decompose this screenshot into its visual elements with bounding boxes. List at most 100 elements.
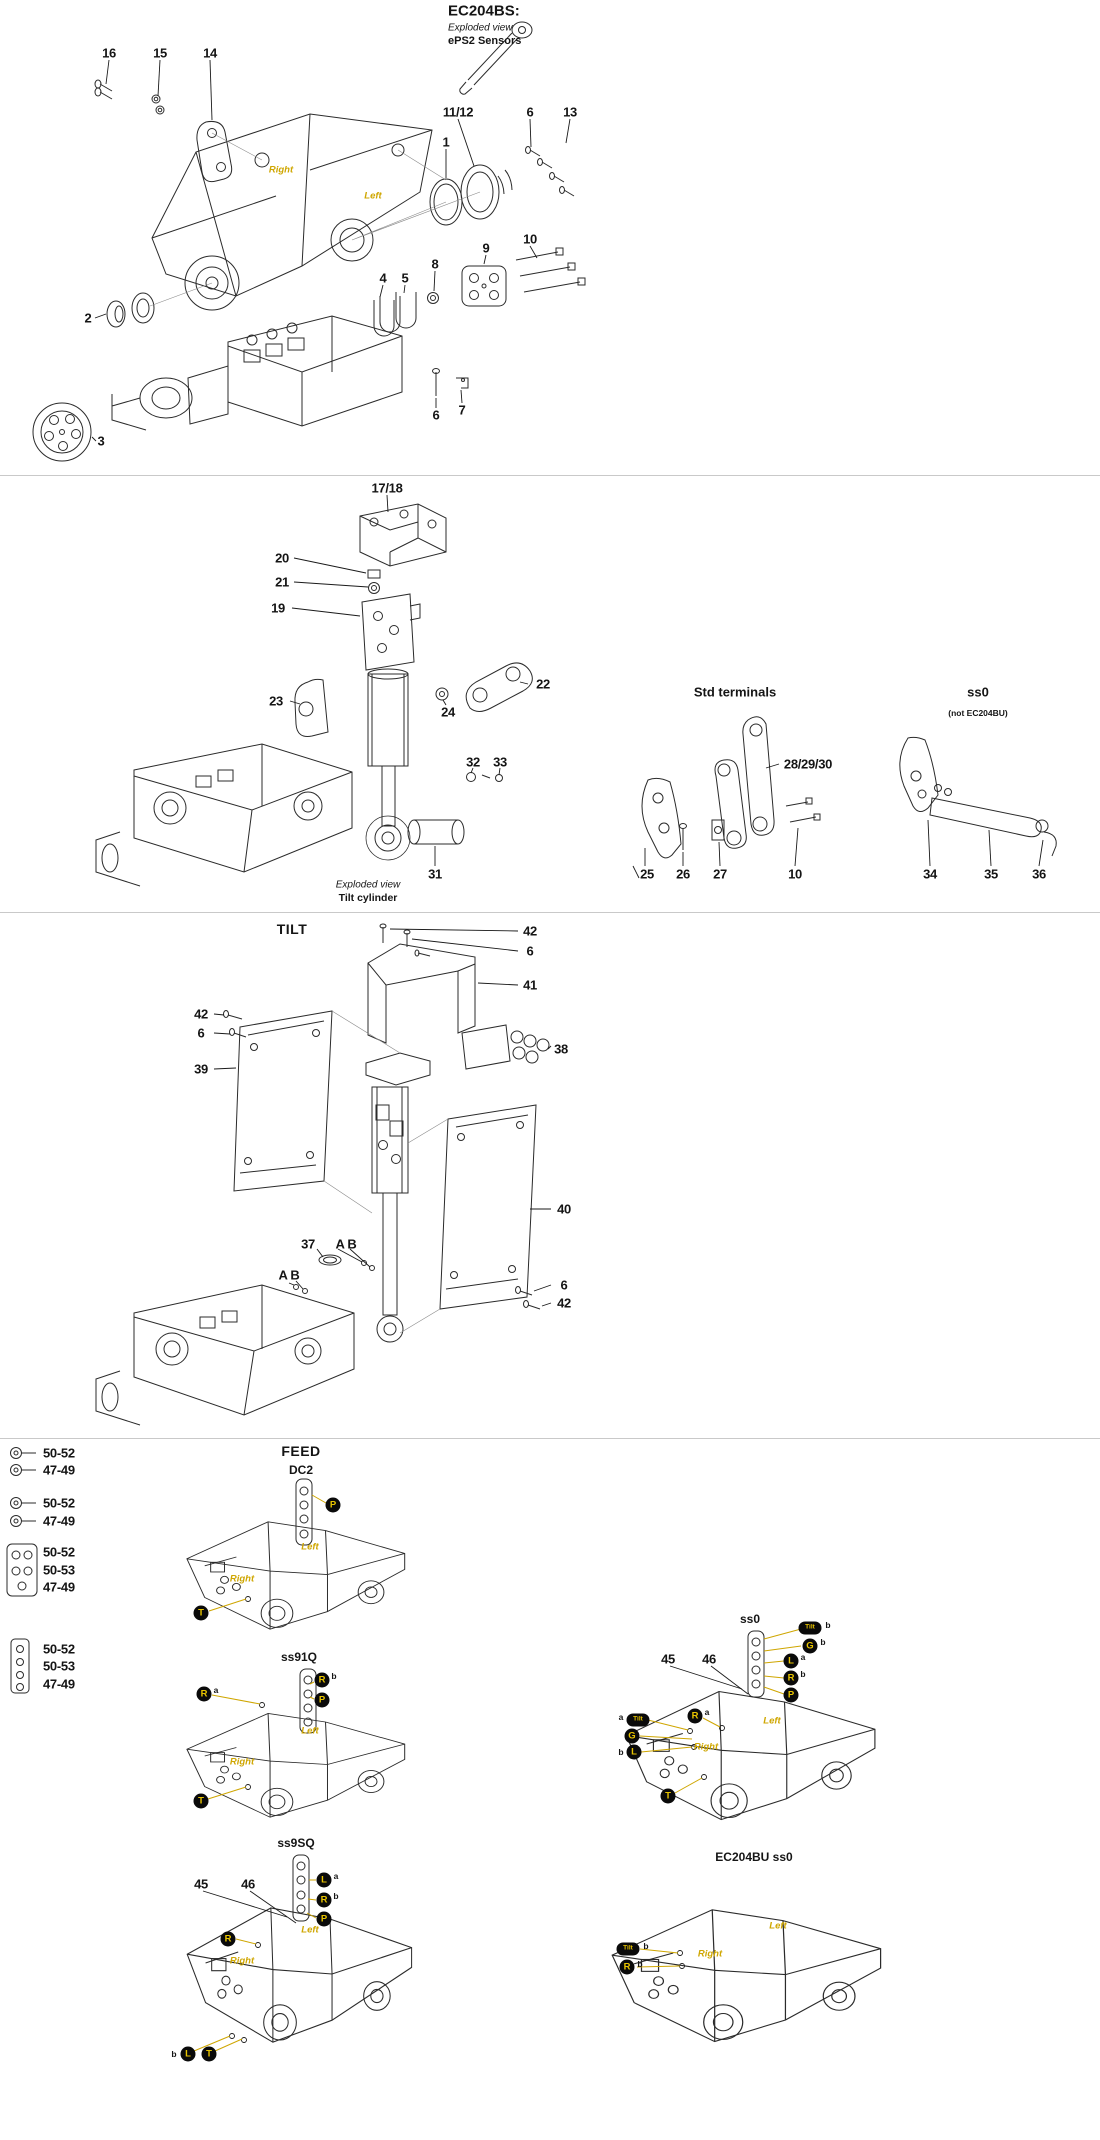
part-label-13: 13 xyxy=(563,104,577,120)
section-tilt: TILT 42 6 41 42 6 38 39 40 37 A B A B 6 … xyxy=(0,912,1100,1439)
port-sub-b2-ss9sq: b xyxy=(171,2049,177,2059)
part-label-6b: 6 xyxy=(197,1025,205,1041)
port-badge-tilt-a-ss0: Tilt xyxy=(626,1713,650,1727)
left-side-label-ss91q: Left xyxy=(301,1725,319,1737)
part-label-10b: 10 xyxy=(788,866,802,882)
part-label-45-ss9sq: 45 xyxy=(194,1876,208,1892)
port-badge-t-dc2: T xyxy=(193,1605,209,1621)
legend-g3-row1: 50-52 xyxy=(43,1544,75,1560)
part-label-31: 31 xyxy=(428,866,442,882)
port-badge-r-b-ss9sq: R xyxy=(316,1892,332,1908)
legend-g1-row1: 50-52 xyxy=(43,1445,75,1461)
caption-exploded-view: Exploded view xyxy=(335,879,401,891)
part-label-37: 37 xyxy=(301,1236,315,1252)
part-label-17-18: 17/18 xyxy=(371,480,403,496)
port-label-ab-upper: A B xyxy=(335,1236,357,1252)
part-label-7: 7 xyxy=(458,402,466,418)
port-sub-b-ss91q: b xyxy=(331,1671,337,1681)
ss0-note: (not EC204BU) xyxy=(948,708,1008,718)
left-side-label-dc2: Left xyxy=(301,1541,319,1553)
port-sub-a-ss91q: a xyxy=(213,1685,219,1695)
part-label-27: 27 xyxy=(713,866,727,882)
part-label-21: 21 xyxy=(275,574,289,590)
port-badge-t-ss9sq: T xyxy=(201,2046,217,2062)
diagram-title-ss91q: ss91Q xyxy=(280,1650,318,1664)
tilt-cylinder-drawing xyxy=(95,494,1057,887)
part-label-6: 6 xyxy=(526,104,534,120)
right-side-label-ss91q: Right xyxy=(229,1756,255,1768)
port-sub-b-r-ec204bu: b xyxy=(637,1959,643,1969)
part-label-3: 3 xyxy=(97,433,105,449)
diagram-title-ec204bu-ss0: EC204BU ss0 xyxy=(715,1850,793,1864)
section-feed: FEED 50-52 47-49 50-52 47-49 50-52 50-53… xyxy=(0,1438,1100,2140)
right-side-label-ec204bu: Right xyxy=(697,1948,723,1960)
diagram-title-ss9sq: ss9SQ xyxy=(277,1836,315,1850)
legend-g3-row2: 50-53 xyxy=(43,1562,75,1578)
page-title: EC204BS: xyxy=(448,2,520,20)
part-label-1: 1 xyxy=(442,134,450,150)
part-label-41: 41 xyxy=(523,977,537,993)
part-label-42c: 42 xyxy=(557,1295,571,1311)
part-label-46-ss9sq: 46 xyxy=(241,1876,255,1892)
part-label-24: 24 xyxy=(441,704,455,720)
port-sub-a-ss9sq: a xyxy=(333,1871,339,1881)
port-badge-p-ss9sq: P xyxy=(316,1911,332,1927)
port-badge-g-ss0: G xyxy=(624,1728,640,1744)
right-side-label-ss9sq: Right xyxy=(229,1955,255,1967)
port-badge-l-ss9sq: L xyxy=(180,2046,196,2062)
part-label-2: 2 xyxy=(84,310,92,326)
port-badge-l-ss0: L xyxy=(626,1744,642,1760)
part-label-9: 9 xyxy=(482,240,490,256)
part-label-28-29-30: 28/29/30 xyxy=(783,756,833,772)
part-label-42a: 42 xyxy=(523,923,537,939)
legend-g4-row3: 47-49 xyxy=(43,1676,75,1692)
part-label-34: 34 xyxy=(923,866,937,882)
legend-g3-row3: 47-49 xyxy=(43,1579,75,1595)
feed-hose-diagrams xyxy=(6,1447,882,2052)
part-label-6c: 6 xyxy=(560,1277,568,1293)
port-badge-tilt-ec204bu: Tilt xyxy=(616,1942,640,1956)
right-side-label-dc2: Right xyxy=(229,1573,255,1585)
part-label-39: 39 xyxy=(194,1061,208,1077)
port-sub-b-g-ss0: b xyxy=(820,1637,826,1647)
part-label-23: 23 xyxy=(269,693,283,709)
page-subtitle-bold: ePS2 Sensors xyxy=(448,35,522,47)
port-badge-p-ss0: P xyxy=(783,1687,799,1703)
page-subtitle-italic: Exploded view xyxy=(448,22,513,34)
ss0-title: ss0 xyxy=(967,684,989,700)
part-label-8: 8 xyxy=(431,256,439,272)
port-badge-r-ec204bu: R xyxy=(619,1959,635,1975)
legend-g2-row2: 47-49 xyxy=(43,1513,75,1529)
tilt-section-title: TILT xyxy=(276,921,308,937)
left-side-label-ss9sq: Left xyxy=(301,1924,319,1936)
right-side-label: Right xyxy=(268,164,294,176)
legend-g1-row2: 47-49 xyxy=(43,1462,75,1478)
eps2-exploded-drawing xyxy=(32,21,586,462)
port-sub-a2-ss0: a xyxy=(618,1712,624,1722)
part-label-25: 25 xyxy=(640,866,654,882)
left-side-label-ec204bu: Left xyxy=(769,1920,787,1932)
part-label-10: 10 xyxy=(523,231,537,247)
right-side-label-ss0: Right xyxy=(693,1741,719,1753)
port-sub-b-ss9sq: b xyxy=(333,1891,339,1901)
left-side-label: Left xyxy=(364,190,382,202)
port-sub-b2-ss0: b xyxy=(618,1747,624,1757)
part-label-22: 22 xyxy=(536,676,550,692)
part-label-15: 15 xyxy=(153,45,167,61)
part-label-11-12: 11/12 xyxy=(442,104,474,120)
port-sub-b-r-ss0: b xyxy=(800,1669,806,1679)
part-label-35: 35 xyxy=(984,866,998,882)
section-tilt-cylinder: 17/18 20 21 19 23 24 22 32 33 31 Explode… xyxy=(0,475,1100,913)
port-badge-g-b-ss0: G xyxy=(802,1638,818,1654)
part-label-38: 38 xyxy=(554,1041,568,1057)
diagram-title-ss0: ss0 xyxy=(739,1612,761,1626)
port-badge-t-ss91q: T xyxy=(193,1793,209,1809)
port-sub-b-tilt-ec204bu: b xyxy=(643,1941,649,1951)
part-label-33: 33 xyxy=(493,754,507,770)
port-badge-r-b-ss91q: R xyxy=(314,1672,330,1688)
part-label-32: 32 xyxy=(466,754,480,770)
legend-g4-row2: 50-53 xyxy=(43,1658,75,1674)
diagram-title-dc2: DC2 xyxy=(288,1463,314,1477)
std-terminals-title: Std terminals xyxy=(693,684,777,700)
part-label-26: 26 xyxy=(676,866,690,882)
